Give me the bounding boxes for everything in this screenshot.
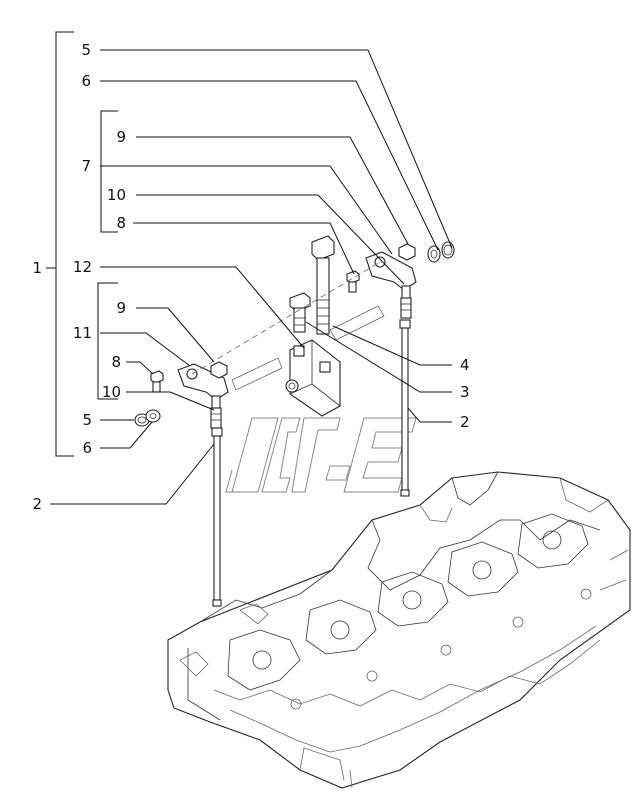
callout-12: 12: [73, 258, 92, 276]
callout-8-upper: 8: [116, 214, 126, 232]
callout-5-upper: 5: [81, 41, 91, 59]
callout-2-left: 2: [32, 495, 42, 513]
short-bolt: [289, 292, 311, 333]
adjusting-screw-upper: [400, 297, 412, 319]
cylinder-head: [167, 471, 631, 789]
washer-upper-6: [427, 245, 441, 263]
callout-10-lower: 10: [102, 383, 121, 401]
callout-8-lower: 8: [111, 353, 121, 371]
callout-7: 7: [81, 157, 91, 175]
push-rod-left: [211, 427, 223, 607]
circlip-upper-5: [441, 241, 455, 259]
screw-upper: [346, 270, 360, 293]
callout-1: 1: [32, 259, 42, 277]
callout-labels: 5 6 9 7 10 8 1 12 9 11 8 10 5 6 2 4 3 2: [32, 41, 469, 513]
callout-2-right: 2: [460, 413, 470, 431]
callout-9-upper: 9: [116, 128, 126, 146]
rocker-support-block: [285, 339, 341, 417]
callout-3: 3: [460, 383, 470, 401]
bracket-group-upper: [100, 110, 118, 233]
nut-lower: [210, 361, 228, 379]
callout-5-lower: 5: [82, 411, 92, 429]
callout-4: 4: [460, 356, 470, 374]
callout-6-lower: 6: [82, 439, 92, 457]
circlip-lower-5: [134, 413, 150, 427]
long-bolt: [311, 235, 335, 335]
callout-10-upper: 10: [107, 186, 126, 204]
callout-6-upper: 6: [81, 72, 91, 90]
bracket-group-lower: [97, 282, 118, 400]
callout-11: 11: [73, 324, 92, 342]
push-rod-right: [399, 319, 411, 497]
bracket-group-1: [46, 31, 74, 457]
rocker-shaft-axis: [191, 261, 385, 391]
screw-lower: [150, 370, 164, 393]
nut-upper: [398, 243, 416, 261]
callout-9-lower: 9: [116, 299, 126, 317]
washer-lower-6: [145, 409, 161, 423]
watermark-logo: [225, 417, 417, 493]
leader-lines: [50, 49, 453, 505]
adjusting-screw-lower: [210, 407, 222, 429]
